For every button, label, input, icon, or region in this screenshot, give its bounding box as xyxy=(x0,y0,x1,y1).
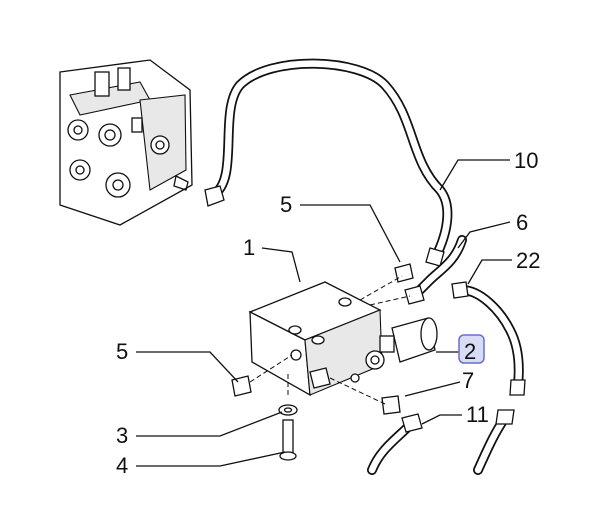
callout-7: 7 xyxy=(462,368,474,393)
leader-lines xyxy=(136,159,512,467)
callout-10: 10 xyxy=(514,148,538,173)
callout-5-left: 5 xyxy=(116,339,128,364)
fitting-6 xyxy=(404,285,425,305)
callout-1: 1 xyxy=(243,235,255,260)
solenoid-2 xyxy=(379,317,438,363)
pipe-22 xyxy=(451,281,526,396)
washer-3 xyxy=(278,404,298,416)
fitting-block-front xyxy=(309,367,331,389)
fitting-5-top xyxy=(394,263,414,283)
callout-6: 6 xyxy=(516,210,528,235)
callout-2-highlight xyxy=(458,334,485,364)
hose-11 xyxy=(367,409,515,475)
callout-4: 4 xyxy=(116,453,128,478)
callout-22: 22 xyxy=(516,248,540,273)
fitting-7 xyxy=(381,395,401,415)
callout-5-top: 5 xyxy=(280,192,292,217)
callout-3: 3 xyxy=(116,423,128,448)
assembly-guides xyxy=(249,275,411,405)
bolt-4 xyxy=(279,419,297,461)
callout-11: 11 xyxy=(466,402,489,427)
hose-10 xyxy=(204,58,453,267)
callout-2: 2 xyxy=(464,339,476,364)
valve-assembly-inset xyxy=(52,59,204,226)
